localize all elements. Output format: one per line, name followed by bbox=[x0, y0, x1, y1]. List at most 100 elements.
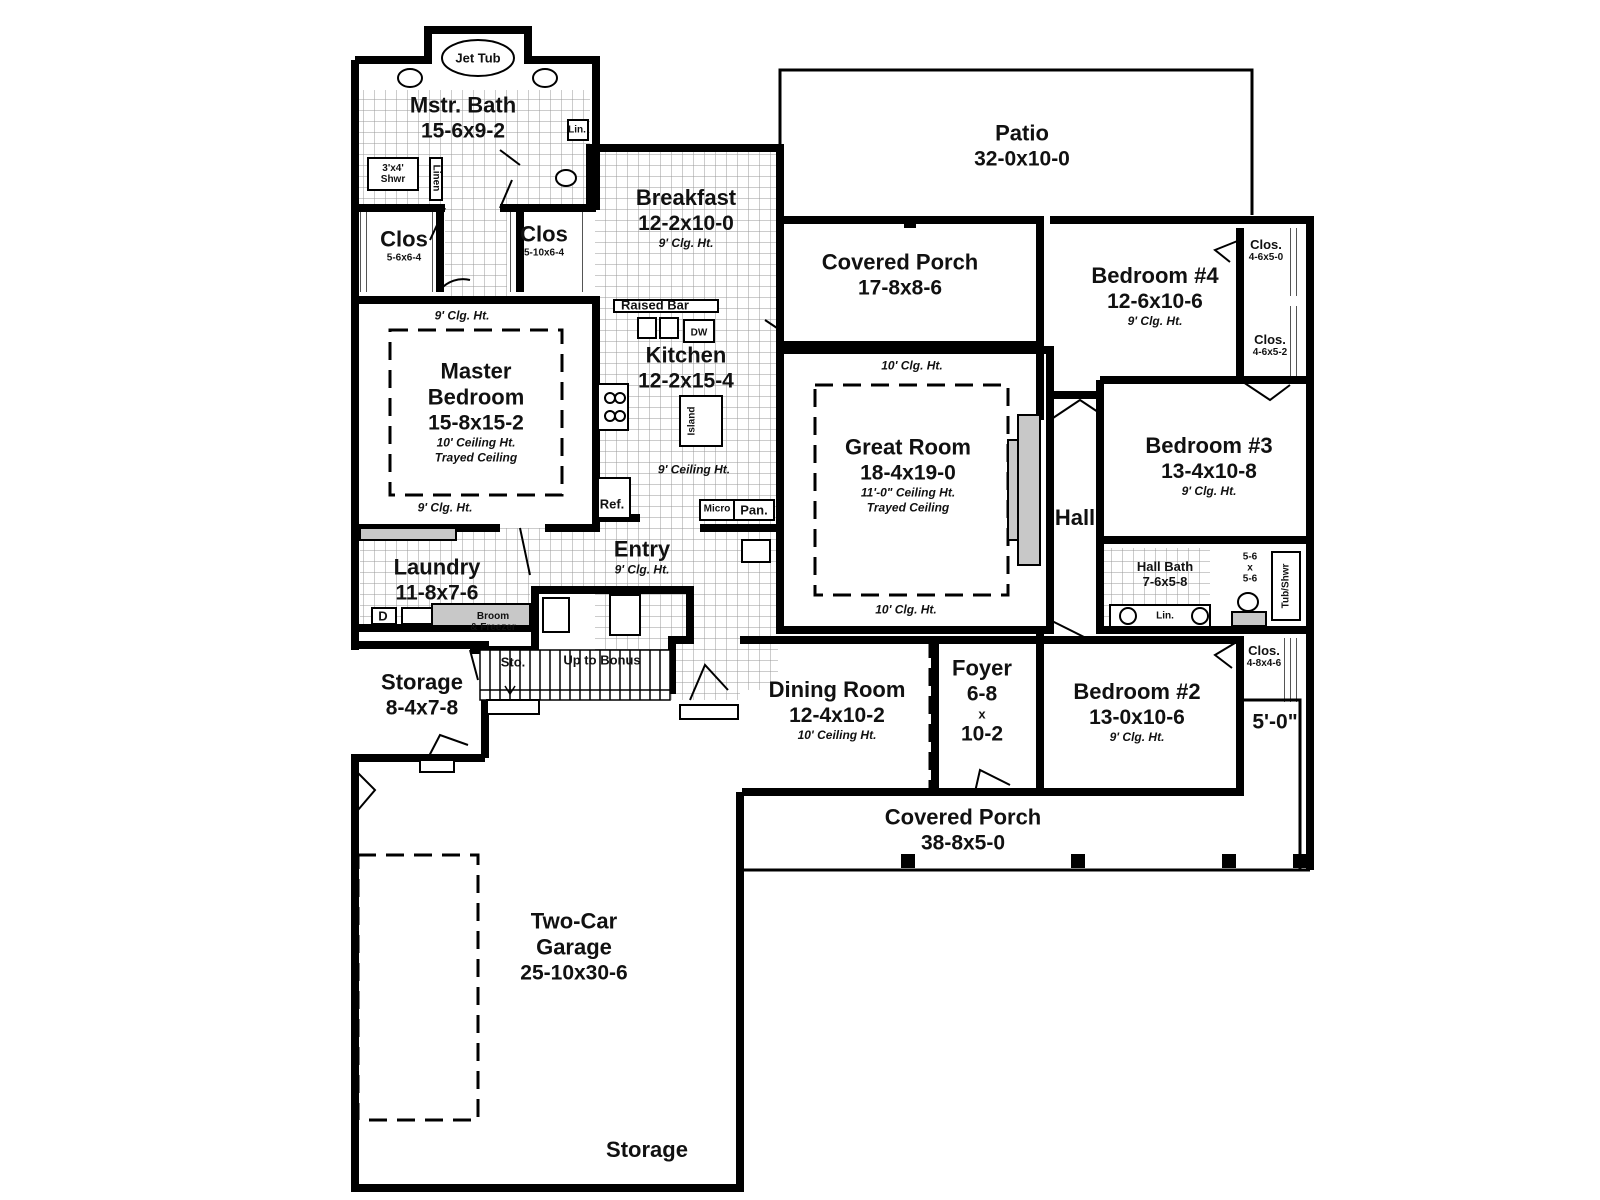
up-to-bonus-label: Up to Bonus bbox=[563, 652, 641, 668]
kitchen-dim: 12-2x15-4 bbox=[638, 369, 734, 393]
master-shower-word: Shwr bbox=[380, 174, 406, 185]
bedroom3-dim: 13-4x10-8 bbox=[1161, 460, 1257, 483]
interior-walls bbox=[355, 204, 1310, 792]
dining-room-dim: 12-4x10-2 bbox=[789, 704, 885, 727]
bedroom4-note: 9' Clg. Ht. bbox=[1127, 314, 1183, 328]
rear-covered-porch-name: Covered Porch bbox=[821, 249, 979, 275]
laundry-fixtures bbox=[359, 527, 531, 627]
master-bath-name: Mstr. Bath bbox=[409, 92, 517, 118]
bedroom3-label: Bedroom #3 13-4x10-8 9' Clg. Ht. bbox=[1145, 433, 1272, 499]
master-bedroom-note1: 10' Ceiling Ht. bbox=[436, 435, 516, 450]
closet-left-name: Clos bbox=[380, 226, 428, 252]
stairs bbox=[479, 649, 671, 701]
refrigerator-label: Ref. bbox=[599, 496, 625, 512]
patio-outline bbox=[778, 68, 1254, 220]
garage-name1: Two-Car bbox=[530, 908, 618, 934]
master-bedroom-name2: Bedroom bbox=[427, 384, 525, 410]
bedroom2-dim: 13-0x10-6 bbox=[1089, 706, 1185, 729]
fireplace bbox=[1007, 414, 1041, 566]
patio-name: Patio bbox=[995, 120, 1049, 146]
bedroom4-name: Bedroom #4 bbox=[1091, 263, 1219, 288]
breakfast-name: Breakfast bbox=[635, 185, 737, 210]
front-covered-porch-label: Covered Porch 38-8x5-0 bbox=[885, 805, 1042, 856]
master-shower-label: 3'x4' Shwr bbox=[381, 163, 405, 185]
closet-right-name: Clos bbox=[520, 221, 568, 247]
closet-right-dim: 5-10x6-4 bbox=[523, 247, 565, 259]
storage-small-label: Storage 8-4x7-8 bbox=[381, 670, 463, 721]
jet-tub-label: Jet Tub bbox=[455, 50, 501, 66]
master-bedroom-dim: 15-8x15-2 bbox=[428, 411, 524, 435]
door-swings bbox=[354, 149, 1291, 811]
broom-freezer-label: Broom & Freezer bbox=[470, 611, 516, 633]
bedroom4-closet-dim: 4-6x5-0 bbox=[1248, 252, 1284, 263]
entry-name: Entry bbox=[613, 536, 671, 562]
storage-small-dim: 8-4x7-8 bbox=[385, 696, 459, 720]
kitchen-fixtures bbox=[597, 299, 775, 521]
patio-label: Patio 32-0x10-0 bbox=[974, 121, 1070, 172]
master-bedroom-label: Master Bedroom 15-8x15-2 10' Ceiling Ht.… bbox=[428, 359, 525, 466]
master-linen-vertical: Linen bbox=[430, 164, 442, 192]
front-covered-porch-dim: 38-8x5-0 bbox=[920, 831, 1006, 855]
bedroom2-label: Bedroom #2 13-0x10-6 9' Clg. Ht. bbox=[1073, 679, 1200, 745]
great-room-name: Great Room bbox=[845, 434, 971, 460]
master-shower-size: 3'x4' bbox=[382, 163, 404, 174]
porch-posts bbox=[901, 216, 1307, 868]
entry-label: Entry 9' Clg. Ht. bbox=[614, 537, 670, 578]
bedroom3-note: 9' Clg. Ht. bbox=[1181, 484, 1237, 498]
great-room-note1: 11'-0" Ceiling Ht. bbox=[860, 485, 956, 500]
laundry-label: Laundry 11-8x7-6 bbox=[394, 555, 481, 606]
closet-right-label: Clos 5-10x6-4 bbox=[520, 222, 568, 259]
bedroom4-closet-name: Clos. bbox=[1250, 237, 1282, 252]
hall-bath-label: Hall Bath 7-6x5-8 bbox=[1137, 559, 1193, 589]
hall-bath-linen: Lin. bbox=[1156, 610, 1174, 622]
kitchen-name: Kitchen bbox=[645, 342, 727, 368]
pantry-label: Pan. bbox=[740, 502, 768, 518]
garage-name2: Garage bbox=[536, 934, 612, 960]
stair-storage-label: Sto. bbox=[500, 654, 526, 670]
bedroom2-note: 9' Clg. Ht. bbox=[1109, 730, 1165, 744]
laundry-name: Laundry bbox=[393, 554, 481, 580]
bedroom3-name: Bedroom #3 bbox=[1145, 433, 1273, 458]
laundry-dim: 11-8x7-6 bbox=[395, 581, 479, 605]
garage-storage-label: Storage bbox=[606, 1137, 688, 1162]
front-covered-porch-name: Covered Porch bbox=[884, 804, 1042, 830]
island-label: Island bbox=[686, 406, 698, 436]
microwave-label: Micro bbox=[703, 503, 731, 515]
closet-left-label: Clos 5-6x6-4 bbox=[380, 227, 428, 264]
freezer-label: & Freezer bbox=[470, 622, 516, 633]
exterior-walls bbox=[351, 26, 1314, 1192]
broom-label: Broom bbox=[476, 611, 510, 622]
bedroom4-closet-label: Clos. 4-6x5-0 bbox=[1249, 237, 1283, 263]
master-bath-dim: 15-6x9-2 bbox=[420, 119, 506, 143]
bedroom3-closet-label: Clos. 4-6x5-2 bbox=[1253, 332, 1287, 358]
tiled-floors bbox=[352, 90, 1210, 700]
porch-extension-dim: 5'-0" bbox=[1252, 710, 1298, 734]
great-room-label: Great Room 18-4x19-0 11'-0" Ceiling Ht. … bbox=[845, 435, 971, 516]
bedroom4-label: Bedroom #4 12-6x10-6 9' Clg. Ht. bbox=[1091, 263, 1218, 329]
hall-bath-closet-b: 5-6 bbox=[1242, 573, 1258, 585]
kitchen-note: 9' Ceiling Ht. bbox=[657, 462, 731, 477]
hall-label: Hall bbox=[1054, 505, 1096, 530]
foyer-dim-x: x bbox=[978, 706, 986, 722]
bath-fixtures bbox=[367, 39, 1301, 636]
great-room-dim: 18-4x19-0 bbox=[860, 461, 956, 485]
bedroom3-closet-dim: 4-6x5-2 bbox=[1252, 347, 1288, 358]
master-bath-linen: Lin. bbox=[568, 124, 586, 136]
bedroom2-closet-dim: 4-8x4-6 bbox=[1246, 658, 1282, 669]
entry-steps bbox=[419, 539, 771, 773]
great-room-clg-top: 10' Clg. Ht. bbox=[881, 358, 943, 373]
bedroom2-closet-label: Clos. 4-8x4-6 bbox=[1247, 643, 1281, 669]
breakfast-note: 9' Clg. Ht. bbox=[658, 236, 714, 250]
rear-covered-porch-dim: 17-8x8-6 bbox=[857, 276, 943, 300]
breakfast-dim: 12-2x10-0 bbox=[638, 212, 734, 235]
master-bedroom-clg-bottom: 9' Clg. Ht. bbox=[417, 500, 473, 515]
master-bedroom-note2: Trayed Ceiling bbox=[434, 450, 518, 465]
closet-shelving bbox=[360, 210, 1302, 702]
master-bedroom-clg-top: 9' Clg. Ht. bbox=[434, 308, 490, 323]
hall-bath-closet-x: x bbox=[1247, 562, 1253, 574]
rear-covered-porch-label: Covered Porch 17-8x8-6 bbox=[822, 250, 979, 301]
garage-dim: 25-10x30-6 bbox=[520, 961, 628, 985]
garage-label: Two-Car Garage 25-10x30-6 bbox=[520, 909, 627, 986]
breakfast-label: Breakfast 12-2x10-0 9' Clg. Ht. bbox=[636, 185, 736, 251]
